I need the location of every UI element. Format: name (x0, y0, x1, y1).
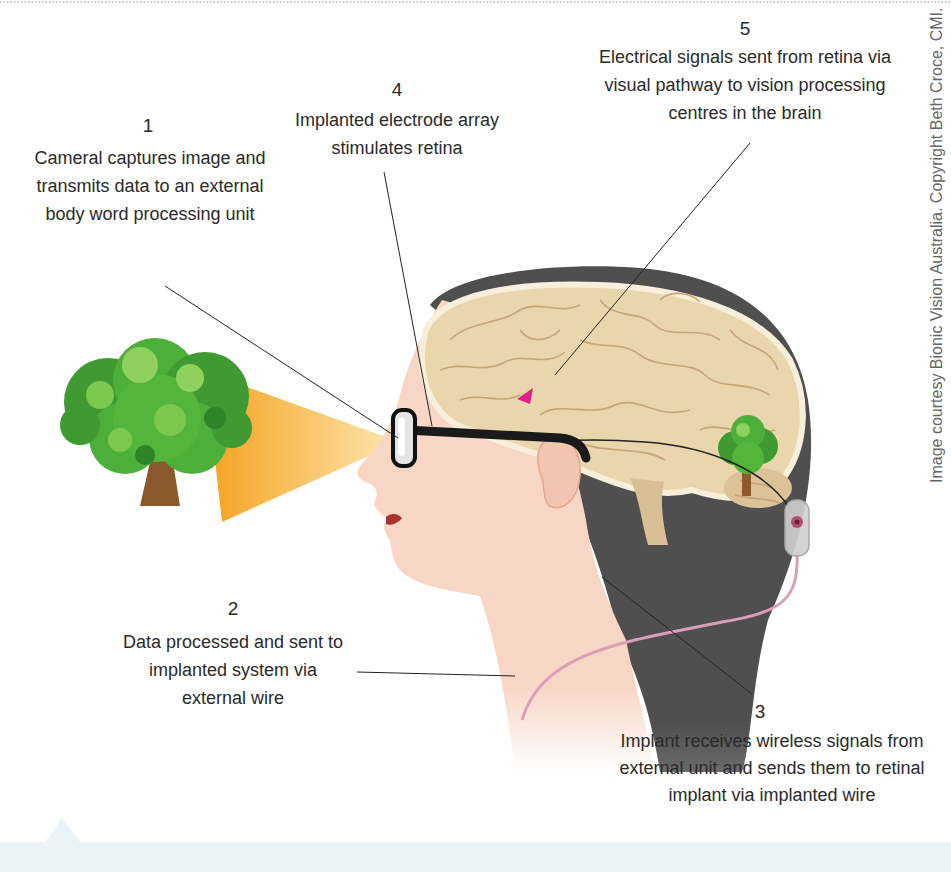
leader-line (602, 577, 752, 694)
callout-text: Implanted electrode array stimulates ret… (290, 106, 505, 162)
tree-highlight (122, 347, 158, 383)
implant-body (785, 500, 809, 556)
lens-glint (398, 418, 405, 456)
tree-highlight (154, 404, 186, 436)
callout-number: 2 (213, 597, 253, 621)
implanted-wire (560, 440, 797, 522)
implant-coil (795, 520, 800, 525)
external-wire (522, 552, 797, 720)
cerebellum (724, 468, 792, 508)
tree-leaves (732, 442, 764, 474)
perceived-tree (718, 415, 778, 496)
callout-text: Electrical signals sent from retina via … (575, 43, 915, 127)
camera-glasses (393, 410, 586, 466)
tree-highlight (86, 381, 114, 409)
callout-number: 4 (377, 78, 417, 102)
leader-line (357, 672, 515, 676)
tree-shade (204, 407, 226, 429)
callout-number: 1 (128, 114, 168, 138)
brain-stem (630, 478, 668, 545)
leader-line (384, 172, 432, 426)
callout-text: Cameral captures image and transmits dat… (30, 144, 270, 228)
tree-shade (135, 445, 155, 465)
callout-number: 3 (740, 700, 780, 724)
leader-line (555, 143, 750, 375)
implant-coil (791, 516, 803, 528)
tree-highlight (176, 364, 204, 392)
leader-line (165, 286, 398, 438)
glasses-lens (393, 410, 415, 466)
ear (538, 437, 580, 507)
brain-folds (440, 293, 780, 503)
footer-band (0, 842, 951, 872)
thalamus-marker (517, 388, 533, 404)
brain (422, 285, 803, 545)
tree-highlight (108, 428, 132, 452)
brain-outline (422, 285, 803, 499)
callout-text: Implant receives wireless signals from e… (607, 728, 937, 809)
dotted-rule (0, 2, 951, 3)
leader-lines (165, 143, 752, 694)
footer-tab (45, 818, 80, 842)
credit-note: Image courtesy Bionic Vision Australia. … (927, 8, 947, 483)
glasses-arm (406, 430, 586, 458)
callout-number: 5 (725, 17, 765, 41)
tree-leaves (60, 405, 100, 445)
tree-highlight (736, 423, 750, 437)
lips (386, 514, 402, 525)
tree (60, 338, 252, 506)
implant (785, 500, 809, 556)
callout-text: Data processed and sent to implanted sys… (118, 628, 348, 712)
